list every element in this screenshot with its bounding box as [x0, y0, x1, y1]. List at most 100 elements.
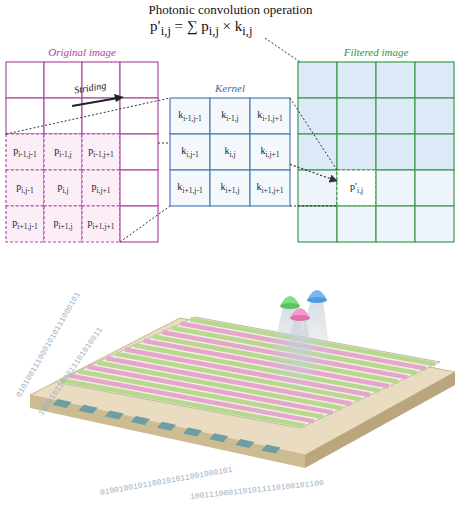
subscript: i,j-1 — [21, 186, 33, 195]
cell-label: pi,j+1 — [91, 182, 110, 195]
grid-cell — [82, 206, 120, 242]
subscript: i+1,j+1 — [261, 186, 283, 195]
electrode-pad — [79, 405, 98, 414]
cell-label: pi-1,j-1 — [13, 146, 37, 159]
kernel-cell: ki-1,j-1 — [170, 98, 210, 134]
pixel-cell: pi+1,j-1 — [6, 206, 44, 242]
grid-cell — [170, 98, 210, 134]
kernel-cell: ki+1,j-1 — [170, 170, 210, 206]
grid-cell — [298, 170, 337, 206]
grid-cell — [337, 206, 376, 242]
grid-cell — [6, 62, 44, 98]
electrode-pad — [262, 445, 281, 454]
kernel-cell: ki,j+1 — [250, 134, 290, 170]
subscript: i-1,j — [59, 150, 71, 159]
subscript: i-1,j-1 — [183, 114, 202, 123]
grid-cell — [6, 170, 44, 206]
cell-label: ki-1,j-1 — [178, 110, 202, 123]
pixel-cell: pi-1,j+1 — [82, 134, 120, 170]
dotted-connector — [158, 142, 170, 143]
subscript: i,j — [242, 24, 252, 38]
formula: p′i,j = ∑ pi,j × ki,j — [150, 18, 252, 39]
subscript: i,j — [209, 24, 219, 38]
subscript: i,j+1 — [265, 150, 279, 159]
grid-cell — [415, 98, 454, 134]
subscript: i+1,j-1 — [182, 186, 202, 195]
grid-cell — [376, 62, 415, 98]
grid-cell — [298, 206, 337, 242]
photonic-chip — [30, 317, 455, 468]
subscript: i+1,j — [225, 186, 239, 195]
cell-label: pi+1,j-1 — [12, 218, 37, 231]
subscript: i-1,j-1 — [18, 150, 37, 159]
cell-label: ki,j-1 — [181, 146, 198, 159]
cell-label: ki-1,j — [221, 110, 238, 123]
pixel-cell: pi,j+1 — [82, 170, 120, 206]
grid-cell — [376, 98, 415, 134]
pixel-cell: pi,j-1 — [6, 170, 44, 206]
projection-lines — [6, 38, 337, 242]
grid-cell — [44, 170, 82, 206]
grid-cell — [376, 170, 415, 206]
grid-cell — [6, 206, 44, 242]
kernel-cell: ki-1,j — [210, 98, 250, 134]
binary-stream: 0101001110001010111000101 — [14, 290, 82, 398]
title: Photonic convolution operation — [0, 2, 461, 18]
cell-label: ki+1,j+1 — [256, 182, 283, 195]
grid-cell — [376, 206, 415, 242]
striding-arrowhead — [114, 94, 124, 102]
subscript: i,j — [229, 150, 235, 159]
grid-cell — [250, 170, 290, 206]
kernel-cell: ki+1,j — [210, 170, 250, 206]
grid-cell — [6, 134, 44, 170]
image-panel: Kernelki-1,j-1ki-1,jki-1,j+1ki,j-1ki,jki… — [170, 80, 290, 206]
cell-label: ki,j — [224, 146, 235, 159]
cell-label: pi,j-1 — [16, 182, 33, 195]
image-panel: Filtered imagep′i,j — [298, 44, 454, 242]
grid-cell — [415, 134, 454, 170]
grid-cell — [298, 98, 337, 134]
grid-cell — [337, 62, 376, 98]
subscript: i,j — [357, 186, 363, 195]
electrode-pad — [209, 433, 228, 442]
subscript: i-1,j — [226, 114, 238, 123]
cell-label: ki,j+1 — [260, 146, 279, 159]
image-panel: Original imagepi-1,j-1pi-1,jpi-1,j+1pi,j… — [6, 44, 158, 242]
grid-cell — [44, 206, 82, 242]
light-sources — [268, 290, 332, 385]
grid-cell — [250, 134, 290, 170]
electrode-pad — [131, 416, 150, 425]
kernel-cell: ki,j-1 — [170, 134, 210, 170]
panel-heading: Kernel — [170, 80, 290, 96]
cell-label: pi+1,j+1 — [87, 218, 114, 231]
electrode-pad — [157, 422, 176, 431]
waveguide-stripe — [69, 376, 314, 422]
dotted-connector — [290, 164, 337, 181]
grid-cell — [337, 98, 376, 134]
binary-stream: 1001110001101011110100101100 — [190, 478, 325, 501]
cell-label: pi-1,j — [54, 146, 71, 159]
subscript: i+1,j — [58, 222, 72, 231]
cell-label: pi-1,j+1 — [88, 146, 113, 159]
grid-cell — [415, 206, 454, 242]
pixel-cell: pi-1,j-1 — [6, 134, 44, 170]
striding-arrow — [72, 98, 118, 106]
subscript: i,j — [161, 24, 171, 38]
subscript: i-1,j+1 — [93, 150, 113, 159]
grid-cell — [120, 98, 158, 134]
grid-cell — [82, 170, 120, 206]
cell-label: ki+1,j — [220, 182, 239, 195]
panel-heading: Filtered image — [298, 44, 454, 60]
grid-cell — [376, 134, 415, 170]
grid-cell — [170, 170, 210, 206]
pixel-cell: pi,j — [44, 170, 82, 206]
grid-cell — [82, 134, 120, 170]
cell-label: pi+1,j — [53, 218, 72, 231]
cell-label: ki+1,j-1 — [177, 182, 202, 195]
grid-cell — [337, 134, 376, 170]
grid-cell — [6, 98, 44, 134]
subscript: i+1,j+1 — [92, 222, 114, 231]
cell-label: pi,j — [57, 182, 68, 195]
